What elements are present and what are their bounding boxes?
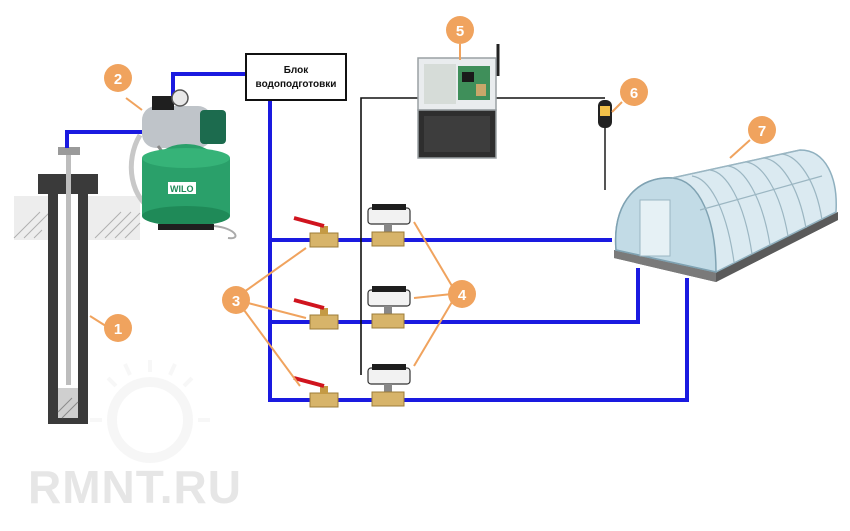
badge-3-label: 3 xyxy=(232,293,240,310)
watermark: RMNT.RU xyxy=(28,360,242,513)
ball-valve-icon xyxy=(293,216,339,408)
motorized-valve-2 xyxy=(367,286,411,329)
ball-valve-2 xyxy=(293,298,339,330)
badge-4-label: 4 xyxy=(458,287,467,304)
well xyxy=(13,147,141,424)
leader-lines xyxy=(89,44,751,387)
badges: 1 2 3 4 5 6 7 xyxy=(104,16,776,342)
watermark-text: RMNT.RU xyxy=(28,461,242,513)
motorized-valve-icon xyxy=(367,204,411,407)
ball-valve-1 xyxy=(293,216,339,248)
water-treatment-label-line2: водоподготовки xyxy=(256,79,337,90)
pump-station-icon: WILO xyxy=(128,89,237,240)
badge-6: 6 xyxy=(620,78,648,106)
water-treatment-box: Блок водоподготовки xyxy=(245,53,347,101)
badge-1-label: 1 xyxy=(114,321,122,338)
watermark-sun-icon xyxy=(90,360,210,463)
pump-brand-label: WILO xyxy=(170,184,194,194)
well-pump xyxy=(58,388,78,418)
badge-7: 7 xyxy=(748,116,776,144)
badge-2: 2 xyxy=(104,64,132,92)
badge-5: 5 xyxy=(446,16,474,44)
badge-1: 1 xyxy=(104,314,132,342)
badge-3: 3 xyxy=(222,286,250,314)
badge-7-label: 7 xyxy=(758,123,766,140)
control-wires xyxy=(360,97,605,375)
well-pipe xyxy=(66,155,71,385)
badge-6-label: 6 xyxy=(630,85,638,102)
water-treatment-label-line1: Блок xyxy=(284,65,310,76)
badge-5-label: 5 xyxy=(456,23,464,40)
ball-valve-3 xyxy=(293,376,339,408)
greenhouse-icon xyxy=(614,149,838,282)
motorized-valve-3 xyxy=(367,364,411,407)
motorized-valve-1 xyxy=(367,204,411,247)
badge-4: 4 xyxy=(448,280,476,308)
controller-box-icon xyxy=(417,44,500,159)
badge-2-label: 2 xyxy=(114,71,122,88)
soil-moisture-sensor-icon xyxy=(598,100,612,190)
